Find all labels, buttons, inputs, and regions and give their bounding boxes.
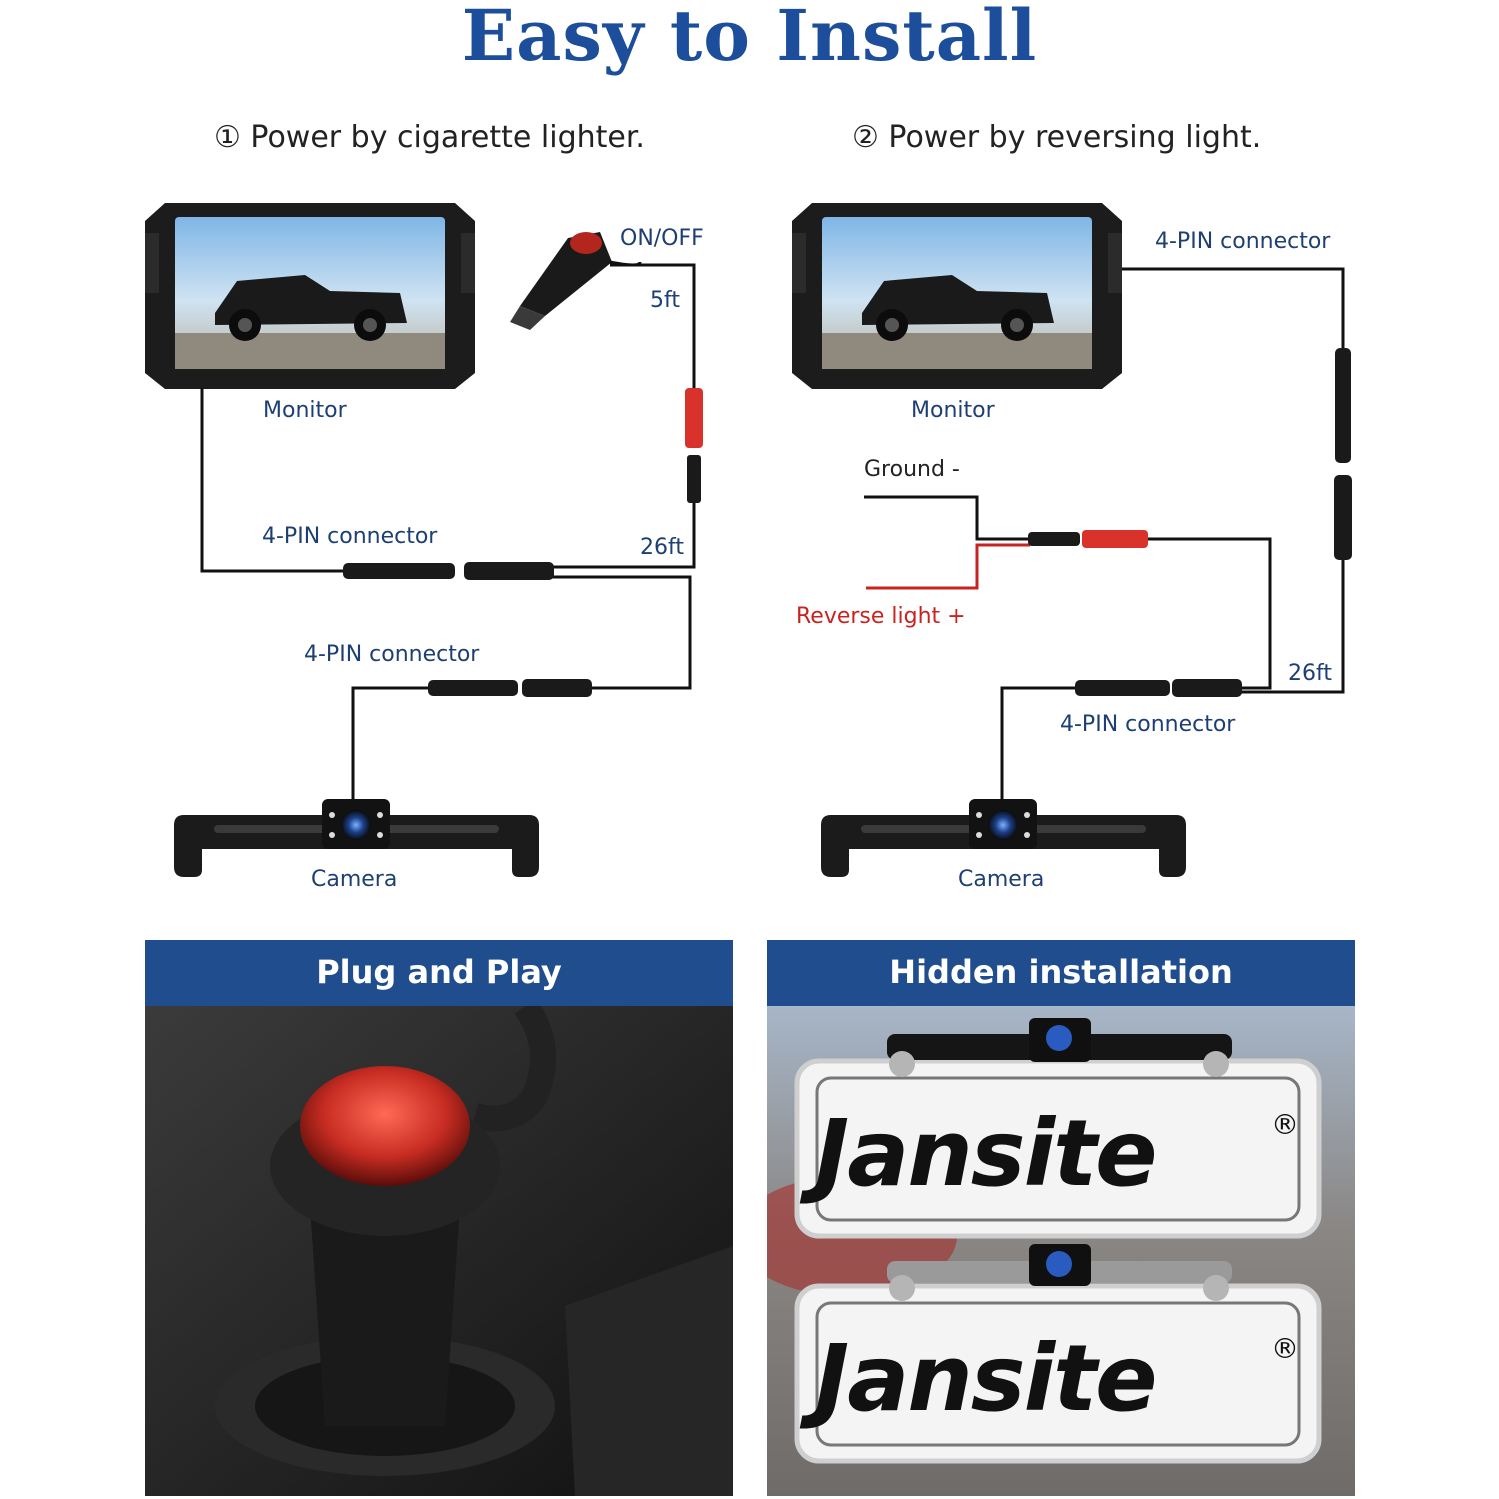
monitor-2-icon — [792, 203, 1122, 389]
cable-26ft-2-label: 26ft — [1288, 661, 1332, 686]
reverse-light-label: Reverse light + — [796, 604, 966, 629]
brand-logo-top: Jansite — [815, 1100, 1157, 1207]
cable-26ft-1-label: 26ft — [640, 535, 684, 560]
camera-1-icon — [174, 799, 539, 877]
camera-2-label: Camera — [958, 867, 1045, 892]
camera-2-icon — [821, 799, 1186, 877]
option2-heading: ② Power by reversing light. — [852, 120, 1262, 155]
connector-1-top-label: 4-PIN connector — [262, 524, 438, 549]
connector-1-bottom-label: 4-PIN connector — [304, 642, 480, 667]
monitor-2-label: Monitor — [911, 398, 995, 423]
connector-2-top-label: 4-PIN connector — [1155, 229, 1331, 254]
registered-mark-bottom: ® — [1271, 1332, 1299, 1365]
connector-2-bottom-label: 4-PIN connector — [1060, 712, 1236, 737]
license-plate-photo — [767, 1006, 1355, 1496]
page-title: Easy to Install — [461, 0, 1038, 77]
brand-logo-bottom: Jansite — [815, 1325, 1157, 1432]
hidden-installation-header: Hidden installation — [767, 940, 1355, 1006]
monitor-1-label: Monitor — [263, 398, 347, 423]
ground-label: Ground - — [864, 457, 960, 482]
hidden-installation-panel: Hidden installation Jansite ® Jansite ® — [767, 940, 1355, 1496]
camera-1-label: Camera — [311, 867, 398, 892]
on-off-label: ON/OFF — [620, 226, 704, 251]
registered-mark-top: ® — [1271, 1108, 1299, 1141]
plug-and-play-panel: Plug and Play — [145, 940, 733, 1496]
option1-heading: ① Power by cigarette lighter. — [214, 120, 645, 155]
wiring-diagram — [145, 203, 1352, 877]
monitor-1-icon — [145, 203, 475, 389]
cable-5ft-label: 5ft — [650, 288, 680, 313]
cigarette-lighter-photo — [145, 1006, 733, 1496]
plug-and-play-header: Plug and Play — [145, 940, 733, 1006]
